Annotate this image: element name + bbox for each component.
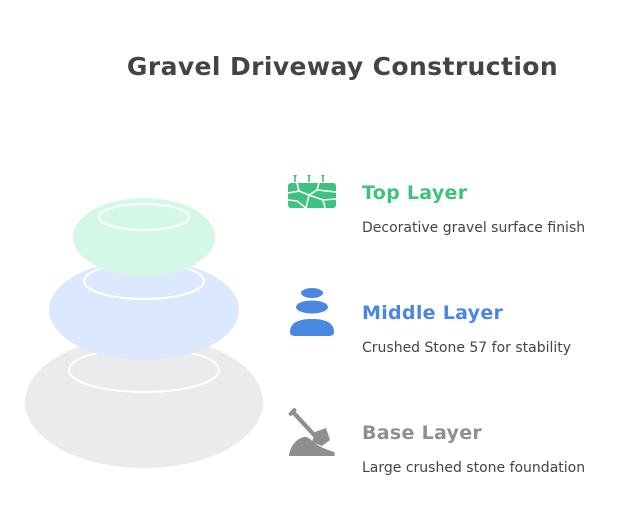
top-layer-description: Decorative gravel surface finish [362,220,586,236]
page-title: Gravel Driveway Construction [126,52,559,81]
base-layer-title: Base Layer [362,422,483,444]
top-layer-title: Top Layer [362,182,468,204]
base-layer-description: Large crushed stone foundation [362,460,586,476]
stacked-stones-icon [290,288,334,336]
middle-layer-title: Middle Layer [362,302,504,324]
shovel-icon [288,408,335,456]
top-layer-shape [73,198,215,276]
gravel-surface-icon [287,175,337,209]
middle-layer-description: Crushed Stone 57 for stability [362,340,572,356]
